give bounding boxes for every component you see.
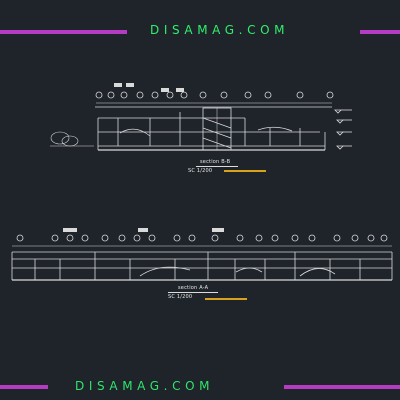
gridline-markers-b: [95, 83, 334, 99]
section-b-b-title: section B-B: [200, 159, 231, 165]
watermark-bottom: DISAMAG.COM: [75, 379, 215, 393]
section-b-b-scale: SC 1/200: [188, 168, 213, 174]
section-a-a-scale-underline: [205, 298, 247, 300]
top-left-accent-bar: [0, 30, 127, 34]
gridline-markers-a: [16, 228, 388, 242]
section-b-b-drawing: [50, 83, 352, 151]
section-a-a-title: section A-A: [178, 285, 209, 291]
section-b-b-scale-underline: [224, 170, 266, 172]
section-a-a-drawing: [11, 228, 393, 281]
section-a-a-title-underline: [168, 292, 218, 293]
tree-symbol: [50, 131, 94, 147]
bottom-right-accent-bar: [284, 385, 400, 389]
watermark-top: DISAMAG.COM: [150, 23, 290, 37]
bottom-left-accent-bar: [0, 385, 48, 389]
section-b-b-title-underline: [196, 166, 238, 167]
section-a-a-scale: SC 1/200: [168, 294, 193, 300]
top-right-accent-bar: [360, 30, 400, 34]
level-markers-b: [334, 109, 352, 150]
